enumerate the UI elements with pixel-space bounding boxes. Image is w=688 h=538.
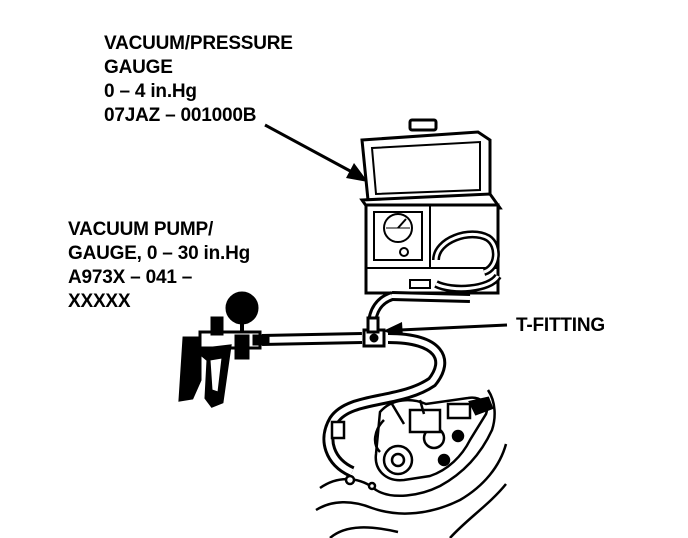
vacuum-pump-gauge-label-line1: VACUUM PUMP/ xyxy=(68,219,214,240)
vacuum-pump-gauge-label: VACUUM PUMP/ GAUGE, 0 – 30 in.Hg A973X –… xyxy=(68,218,250,314)
vacuum-pressure-gauge-label-line3: 0 – 4 in.Hg xyxy=(104,81,197,102)
vacuum-pressure-gauge-label-line2: GAUGE xyxy=(104,57,173,78)
vacuum-pump-gauge-label-line4: XXXXX xyxy=(68,291,131,312)
vacuum-pressure-gauge-label-line4: 07JAZ – 001000B xyxy=(104,105,257,126)
pressure-gauge-case xyxy=(359,118,503,295)
vacuum-pressure-gauge-label: VACUUM/PRESSURE GAUGE 0 – 4 in.Hg 07JAZ … xyxy=(104,32,293,128)
leader-arrow-pressure-gauge xyxy=(264,123,368,182)
t-fitting-label: T-FITTING xyxy=(516,315,605,336)
vacuum-pump-gauge-label-line3: A973X – 041 – xyxy=(68,267,193,288)
vacuum-pump-gauge-label-line2: GAUGE, 0 – 30 in.Hg xyxy=(68,243,251,264)
hand-vacuum-pump xyxy=(178,291,270,408)
vacuum-pressure-gauge-label-line1: VACUUM/PRESSURE xyxy=(104,33,293,54)
t-fitting xyxy=(362,316,386,348)
engine-assembly xyxy=(315,389,508,538)
